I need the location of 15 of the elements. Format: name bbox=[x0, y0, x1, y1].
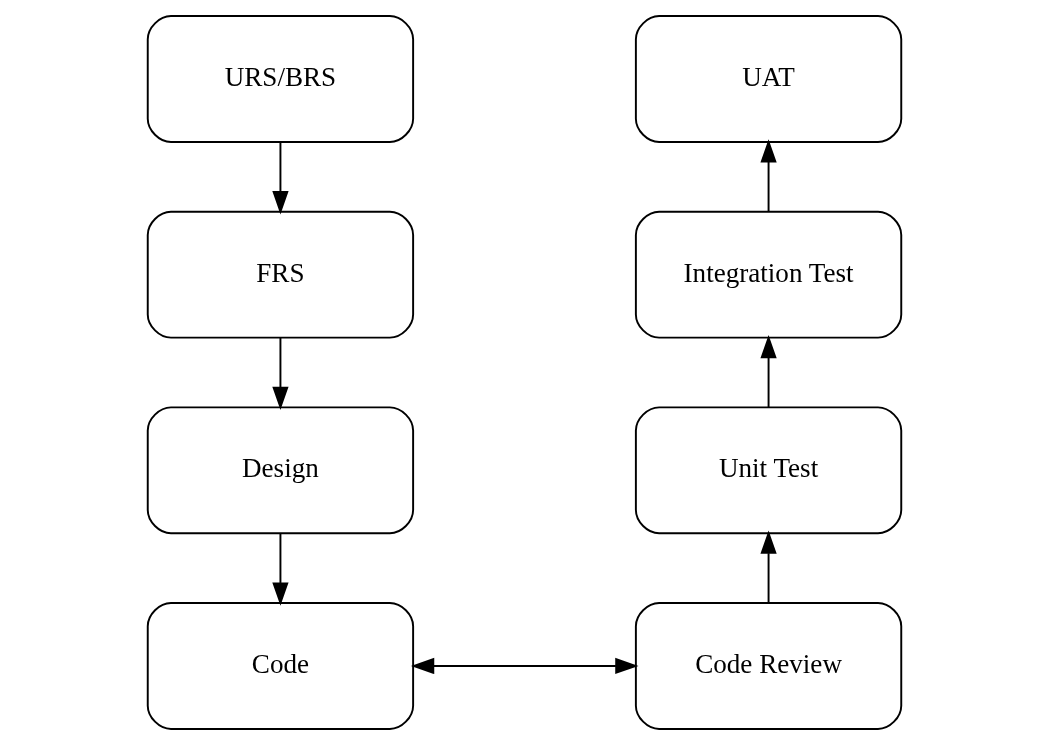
arrow bbox=[759, 530, 777, 604]
node-box: Design bbox=[146, 406, 414, 535]
arrow bbox=[759, 139, 777, 213]
node-box: Code bbox=[146, 602, 414, 730]
node-box: URS/BRS bbox=[146, 15, 414, 143]
arrow bbox=[410, 657, 638, 675]
arrow bbox=[271, 141, 289, 215]
node-box: Integration Test bbox=[634, 210, 902, 339]
node-box: Unit Test bbox=[634, 406, 902, 535]
arrow bbox=[271, 336, 289, 411]
node-box: UAT bbox=[634, 15, 902, 143]
arrow bbox=[759, 334, 777, 409]
node-box: Code Review bbox=[634, 602, 902, 730]
node-box: FRS bbox=[146, 210, 414, 339]
arrow bbox=[271, 532, 289, 606]
